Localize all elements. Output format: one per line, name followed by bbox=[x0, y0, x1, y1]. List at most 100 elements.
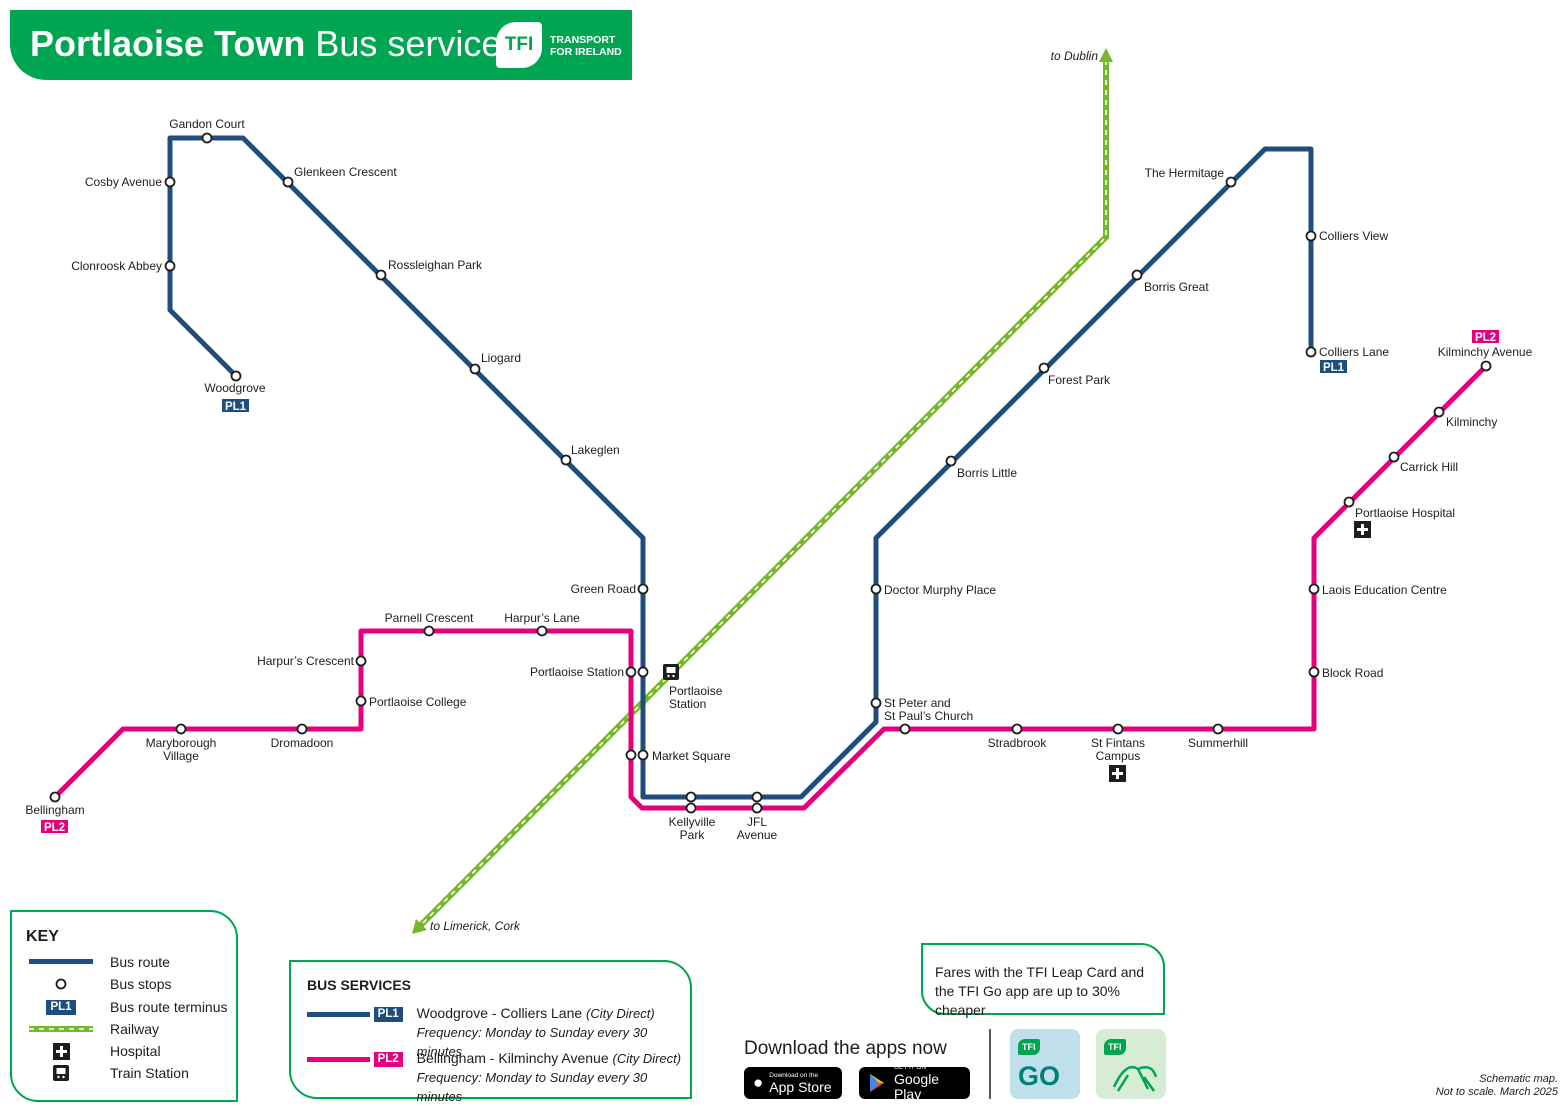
stop-lakeglen bbox=[560, 454, 572, 466]
terminus-badge-woodgrove bbox=[222, 399, 249, 412]
label-liogard: Liogard bbox=[481, 351, 521, 365]
stop-portlaoise-station-pl2 bbox=[625, 666, 637, 678]
stop-market-square-pl1 bbox=[637, 749, 649, 761]
key-row-bus-route: Bus route bbox=[26, 952, 170, 972]
label-st-fintans-campus-2: Campus bbox=[1096, 749, 1141, 763]
label-glenkeen-crescent: Glenkeen Crescent bbox=[294, 165, 397, 179]
label-bellingham: Bellingham bbox=[25, 803, 84, 817]
label-portlaoise-college: Portlaoise College bbox=[369, 695, 467, 709]
terminus-badge: PL1 bbox=[46, 999, 76, 1015]
stop-parnell-crescent bbox=[423, 625, 435, 637]
label-maryborough-village: Maryborough bbox=[146, 736, 217, 750]
train-station-icon bbox=[53, 1065, 69, 1081]
key-row-hospital: Hospital bbox=[26, 1041, 161, 1061]
stop-cosby-avenue bbox=[164, 176, 176, 188]
bus-services-panel: BUS SERVICES PL1 Woodgrove - Colliers La… bbox=[289, 960, 692, 1104]
stop-colliers-lane bbox=[1305, 346, 1317, 358]
label-to-dublin: to Dublin bbox=[1051, 49, 1099, 63]
stop-kellyville-park-pl1 bbox=[685, 791, 697, 803]
label-harpurs-crescent: Harpur’s Crescent bbox=[257, 654, 355, 668]
terminus-badge-bellingham-text: PL2 bbox=[44, 822, 65, 834]
frog-icon bbox=[1112, 1065, 1158, 1092]
railway-line bbox=[412, 48, 1113, 934]
key-row-railway: Railway bbox=[26, 1019, 159, 1039]
label-laois-education-centre: Laois Education Centre bbox=[1322, 583, 1447, 597]
fares-text: Fares with the TFI Leap Card and the TFI… bbox=[935, 964, 1145, 1018]
label-woodgrove: Woodgrove bbox=[204, 381, 265, 395]
stop-harpurs-lane bbox=[536, 625, 548, 637]
stop-st-peter-pl1 bbox=[870, 697, 882, 709]
key-row-terminus: PL1 Bus route terminus bbox=[26, 997, 228, 1017]
label-forest-park: Forest Park bbox=[1048, 373, 1111, 387]
key-row-train-station: Train Station bbox=[26, 1063, 189, 1083]
stop-st-peter-pl2 bbox=[899, 723, 911, 735]
label-market-square: Market Square bbox=[652, 749, 731, 763]
stop-borris-great bbox=[1131, 269, 1143, 281]
schematic-note: Schematic map. Not to scale. March 2025 bbox=[1435, 1073, 1558, 1098]
apple-icon: ● bbox=[753, 1073, 764, 1092]
label-jfl-avenue: JFL bbox=[747, 815, 767, 829]
stop-carrick-hill bbox=[1388, 451, 1400, 463]
tfi-leap-app-icon[interactable]: TFI bbox=[1096, 1029, 1166, 1099]
stop-gandon-court bbox=[201, 132, 213, 144]
stop-summerhill bbox=[1212, 723, 1224, 735]
stop-harpurs-crescent bbox=[355, 655, 367, 667]
terminus-badge-kilminchy-avenue-text: PL2 bbox=[1475, 332, 1496, 344]
label-maryborough-village-2: Village bbox=[163, 749, 199, 763]
stop-the-hermitage bbox=[1225, 176, 1237, 188]
stop-liogard bbox=[469, 363, 481, 375]
label-parnell-crescent: Parnell Crescent bbox=[385, 611, 474, 625]
key-title: KEY bbox=[26, 928, 59, 945]
stop-kilminchy-avenue bbox=[1480, 360, 1492, 372]
stop-rossleighan-park bbox=[375, 269, 387, 281]
stop-portlaoise-college bbox=[355, 695, 367, 707]
tfi-logo-icon: TFI bbox=[496, 22, 542, 68]
key-label: Bus stops bbox=[110, 976, 172, 992]
service-frequency: Frequency: Monday to Sunday every 30 min… bbox=[416, 1070, 648, 1104]
stop-kellyville-park-pl2 bbox=[685, 802, 697, 814]
stop-jfl-avenue-pl1 bbox=[751, 791, 763, 803]
google-play-icon bbox=[870, 1074, 884, 1092]
terminus-badge-bellingham bbox=[41, 820, 68, 833]
key-label: Bus route terminus bbox=[110, 999, 228, 1015]
label-portlaoise-station: Portlaoise Station bbox=[530, 665, 624, 679]
service-route: Woodgrove - Colliers Lane bbox=[416, 1005, 583, 1021]
tfi-go-app-icon[interactable]: TFI GO bbox=[1010, 1029, 1080, 1099]
stop-stradbrook bbox=[1011, 723, 1023, 735]
railway-icon bbox=[29, 1026, 93, 1032]
label-rossleighan-park: Rossleighan Park bbox=[388, 258, 483, 272]
label-dromadoon: Dromadoon bbox=[271, 736, 334, 750]
label-st-fintans-campus: St Fintans bbox=[1091, 736, 1145, 750]
label-train-station: Portlaoise bbox=[669, 684, 723, 698]
label-to-limerick-cork: to Limerick, Cork bbox=[430, 919, 521, 933]
label-colliers-view: Colliers View bbox=[1319, 229, 1388, 243]
stop-glenkeen-crescent bbox=[282, 176, 294, 188]
arrow-north-icon bbox=[1099, 48, 1113, 62]
terminus-badge-woodgrove-text: PL1 bbox=[225, 401, 247, 413]
apps-divider bbox=[989, 1029, 991, 1099]
train-station-icon bbox=[663, 664, 679, 680]
label-clonroosk-abbey: Clonroosk Abbey bbox=[71, 259, 162, 273]
label-kilminchy: Kilminchy bbox=[1446, 415, 1497, 429]
tfi-logo-name: TRANSPORT FOR IRELAND bbox=[550, 34, 622, 58]
service-pl1: PL1 Woodgrove - Colliers Lane (City Dire… bbox=[307, 1004, 690, 1061]
label-borris-little: Borris Little bbox=[957, 466, 1017, 480]
stop-portlaoise-hospital bbox=[1343, 496, 1355, 508]
key-label: Railway bbox=[110, 1021, 160, 1037]
service-route: Bellingham - Kilminchy Avenue bbox=[416, 1050, 609, 1066]
terminus-badge-colliers-lane bbox=[1320, 360, 1347, 373]
label-carrick-hill: Carrick Hill bbox=[1400, 460, 1458, 474]
apps-title: Download the apps now bbox=[744, 1038, 947, 1059]
label-the-hermitage: The Hermitage bbox=[1145, 166, 1225, 180]
stop-block-road bbox=[1308, 666, 1320, 678]
label-st-peter-2: St Paul’s Church bbox=[884, 709, 973, 723]
service-type: (City Direct) bbox=[612, 1051, 682, 1066]
label-gandon-court: Gandon Court bbox=[169, 117, 245, 131]
stop-st-fintans-campus bbox=[1112, 723, 1124, 735]
route-pl1-line bbox=[167, 135, 1314, 800]
stop-green-road bbox=[637, 583, 649, 595]
stop-jfl-avenue-pl2 bbox=[751, 802, 763, 814]
label-portlaoise-hospital: Portlaoise Hospital bbox=[1355, 506, 1455, 520]
